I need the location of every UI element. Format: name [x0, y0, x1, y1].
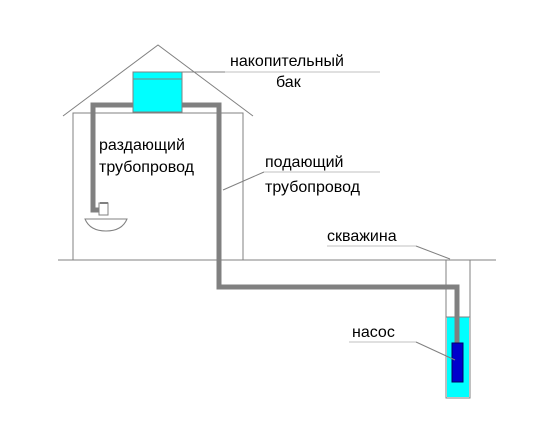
supply-label-line2: трубопровод — [265, 179, 361, 196]
tank-label-line2: бак — [276, 74, 302, 91]
storage-tank — [132, 71, 183, 113]
well-leader-diagonal — [415, 245, 451, 260]
distribution-label-line1: раздающий — [99, 137, 185, 154]
faucet-icon — [98, 202, 109, 216]
sink-icon — [84, 218, 128, 232]
house-roof — [62, 44, 254, 117]
well-label: скважина — [327, 228, 397, 245]
distribution-pipe — [90, 102, 133, 213]
supply-leader — [222, 171, 265, 191]
supply-pipe — [182, 102, 460, 345]
distribution-label-line2: трубопровод — [99, 159, 195, 176]
pump-label: насос — [352, 324, 395, 341]
well-casing — [445, 260, 471, 399]
supply-label-line1: подающий — [265, 154, 343, 171]
pump-leader-diagonal — [415, 341, 456, 361]
house-walls — [72, 112, 244, 260]
pump — [451, 342, 464, 383]
tank-label-line1: накопительный — [230, 53, 344, 70]
